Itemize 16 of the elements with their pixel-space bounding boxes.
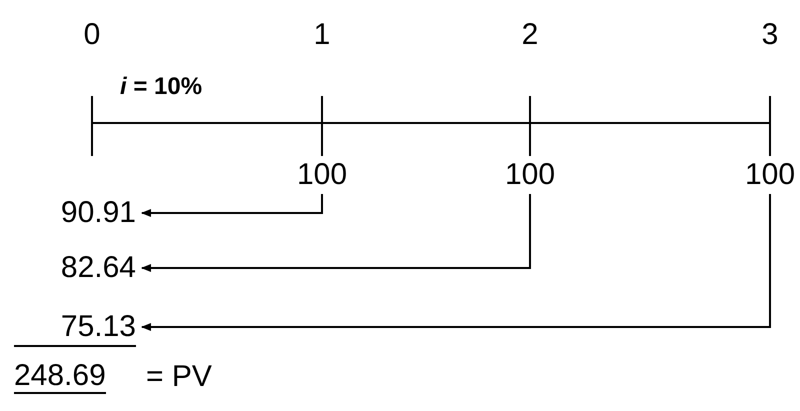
total-present-value: 248.69 — [14, 360, 106, 394]
period-number: 2 — [522, 18, 538, 52]
period-number: 0 — [84, 18, 100, 52]
discount-arrow — [141, 194, 771, 331]
period-number: 1 — [314, 18, 330, 52]
cash-flow-amount: 100 — [744, 158, 796, 192]
interest-rate-label: i = 10% — [120, 72, 202, 102]
discount-arrow — [141, 194, 323, 217]
cash-flow-amount: 100 — [296, 158, 348, 192]
present-value-amount: 82.64 — [60, 251, 136, 285]
present-value-amount: 90.91 — [60, 196, 136, 230]
present-value-amount: 75.13 — [60, 310, 136, 344]
period-number: 3 — [762, 18, 778, 52]
equals-pv-label: = PV — [146, 360, 212, 394]
cash-flow-amount: 100 — [504, 158, 556, 192]
discount-arrow — [141, 194, 531, 272]
